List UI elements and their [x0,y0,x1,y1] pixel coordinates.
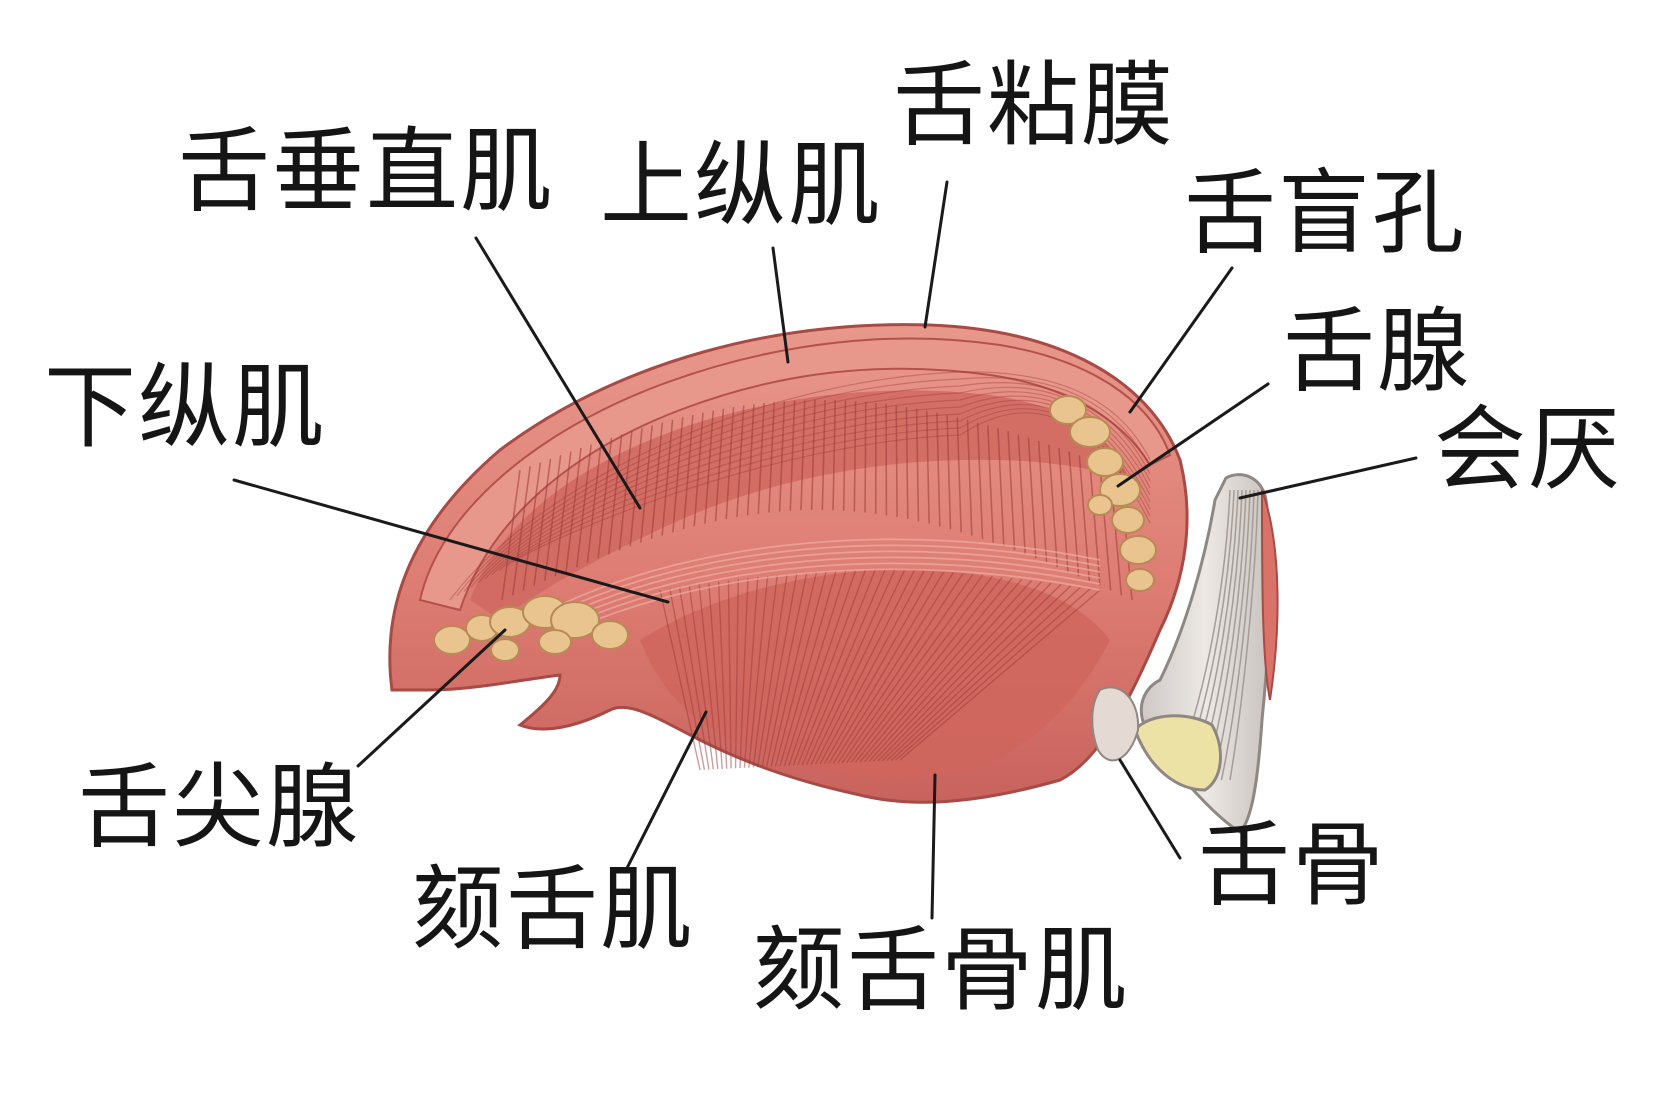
label-lingual-glands: 舌腺 [1283,306,1471,398]
leader-mucosa [925,182,947,327]
label-geniohyoid: 颏舌骨肌 [753,925,1129,1017]
vertical-fiber [865,402,866,513]
leader-genioglossus [625,712,706,872]
label-hyoid: 舌骨 [1198,820,1386,912]
label-superior-longitudinal: 上纵肌 [600,140,882,232]
vertical-fiber [896,406,897,518]
leader-foramen-cecum [1130,268,1232,412]
hyoid-bone [1135,716,1220,790]
label-mucosa: 舌粘膜 [893,60,1175,152]
label-foramen-cecum: 舌盲孔 [1184,168,1466,260]
leader-epiglottis [1240,458,1416,498]
label-epiglottis: 会厌 [1434,404,1622,496]
label-apical-glands: 舌尖腺 [78,762,360,854]
label-vertical-muscle: 舌垂直肌 [178,126,554,218]
label-genioglossus: 颏舌肌 [412,864,694,956]
label-inferior-longitudinal: 下纵肌 [44,362,326,454]
hyoid-process [1092,687,1138,760]
